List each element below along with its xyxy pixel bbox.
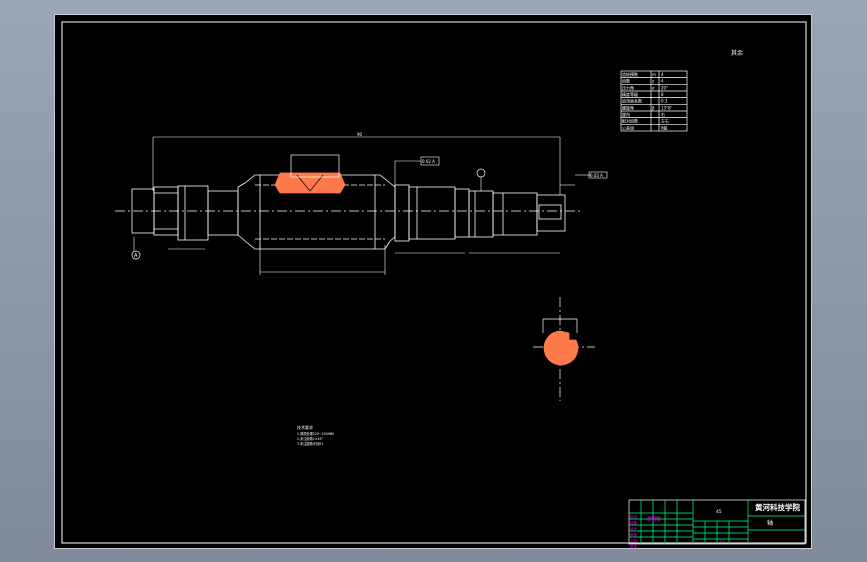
- gear-table-cell: 8: [661, 92, 664, 97]
- part-name: 轴: [767, 519, 773, 527]
- gear-table-cell: 0.3: [661, 99, 668, 104]
- keyway-cross-section: [533, 297, 595, 401]
- gear-table-cell: 螺旋角: [622, 104, 634, 110]
- title-block-cell: 处数: [630, 520, 638, 525]
- material: 45: [716, 509, 722, 515]
- scale: 1:1: [719, 539, 725, 543]
- drawing-number: 齿轮轴: [647, 515, 661, 522]
- tech-requirements-title: 技术要求: [297, 424, 313, 430]
- gear-parameter-table: [620, 70, 688, 132]
- tech-req-line-1: 1.调质处理220~250HBS: [297, 431, 334, 436]
- gear-table-cell: 配对齿数: [622, 118, 638, 124]
- title-block: [628, 499, 806, 545]
- dimension-lines: 90: [133, 132, 591, 275]
- title-block-cell: 审核: [630, 532, 638, 537]
- gear-table-cell: 左右: [661, 118, 669, 124]
- tolerance-callouts: [420, 156, 608, 179]
- tooth-section-detail: [274, 154, 346, 194]
- gear-table-cell: 8级: [661, 124, 668, 130]
- gear-table-cell: 齿数: [622, 78, 630, 84]
- tech-req-line-2: 2.未注倒角1×45°: [297, 436, 324, 441]
- gear-table-cell: 13°8': [661, 105, 672, 110]
- drawing-frame: [61, 21, 807, 544]
- roughness-note: 其余: [731, 49, 743, 57]
- datum-marker: [131, 168, 486, 260]
- gear-table-cell: z: [652, 79, 654, 84]
- datum-label: A: [134, 253, 138, 259]
- gear-table-cell: β: [652, 105, 655, 110]
- gear-table-cell: 4: [661, 72, 664, 77]
- title-block-cell: 工艺: [630, 538, 638, 543]
- svg-text:90: 90: [357, 132, 363, 137]
- callout-2: 0.03 A: [590, 173, 603, 178]
- gear-table-cell: 旋向: [622, 111, 630, 117]
- shaft-elevation: [115, 174, 580, 250]
- gear-table-cell: 右: [661, 111, 665, 117]
- gear-table-cell: 4: [661, 79, 664, 84]
- gear-table-cell: 公差组: [622, 124, 634, 130]
- title-block-cell: 标记: [630, 514, 638, 519]
- gear-table-cell: 齿轮模数: [622, 71, 638, 77]
- gear-table-cell: m: [652, 72, 656, 77]
- gear-table-cell: 20°: [661, 85, 668, 90]
- school-name: 黄河科技学院: [755, 502, 800, 512]
- gear-table-cell: 精度等级: [622, 91, 638, 97]
- title-block-cell: 设计: [630, 526, 638, 531]
- gear-table-cell: 压力角: [622, 84, 634, 90]
- title-block-cell: 批准: [630, 544, 638, 549]
- gear-table-cell: 齿顶高系数: [622, 98, 642, 104]
- callout-1: 0.02 A: [422, 159, 435, 164]
- gear-table-cell: α: [652, 85, 655, 90]
- tech-req-line-3: 3.未注圆角半径R1: [297, 441, 323, 446]
